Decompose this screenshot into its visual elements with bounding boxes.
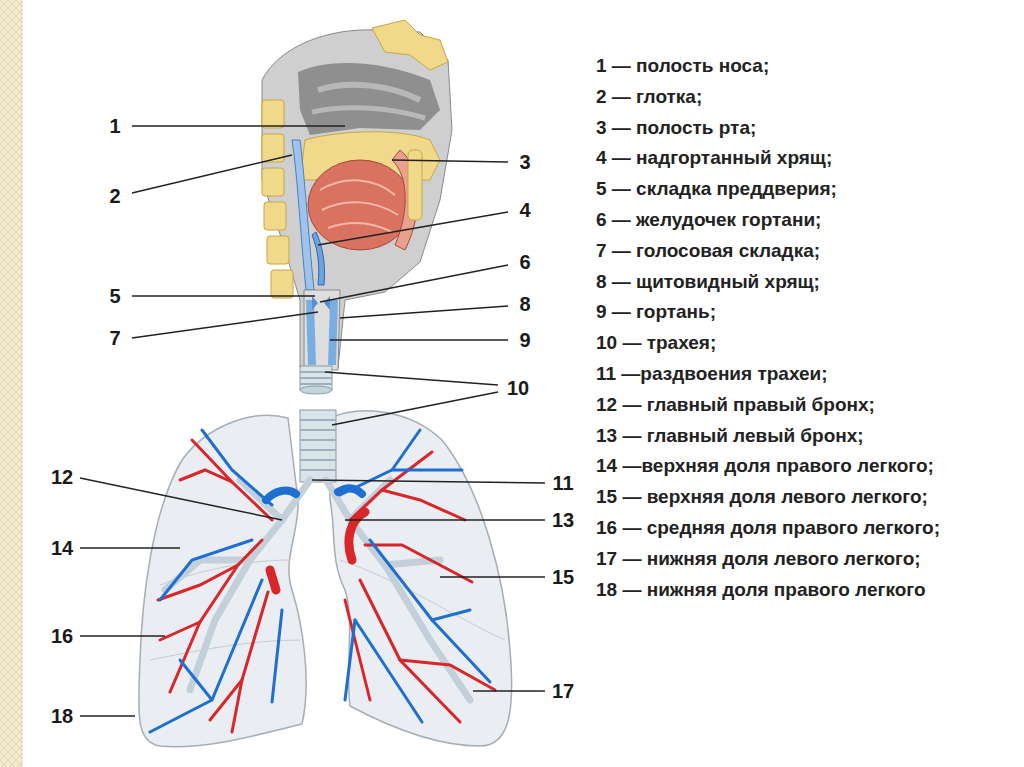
callout-number: 11 — [552, 473, 573, 493]
key-entry: 4 — надгортанный хрящ; — [596, 147, 832, 169]
callout-number: 15 — [552, 567, 574, 587]
key-entry: 8 — щитовидный хрящ; — [596, 271, 820, 293]
key-entry: 14 —верхняя доля правого легкого; — [596, 455, 934, 477]
callout-number: 16 — [51, 626, 73, 646]
key-entry: 13 — главный левый бронх; — [596, 425, 864, 447]
callout-number: 8 — [519, 294, 530, 314]
key-entry: 18 — нижняя доля правого легкого — [596, 579, 926, 601]
key-entry: 7 — голосовая складка; — [596, 240, 820, 262]
key-entry: 10 — трахея; — [596, 332, 716, 354]
callout-number: 5 — [109, 286, 120, 306]
key-entry: 3 — полость рта; — [596, 117, 756, 139]
key-entry: 9 — гортань; — [596, 301, 716, 323]
key-entry: 5 — складка преддверия; — [596, 178, 837, 200]
callout-number: 17 — [552, 681, 574, 701]
key-entry: 17 — нижняя доля левого легкого; — [596, 548, 921, 570]
callout-number: 7 — [109, 328, 120, 348]
callout-number: 2 — [109, 186, 120, 206]
leader-lines — [80, 126, 545, 716]
callout-number: 1 — [109, 116, 120, 136]
callout-number: 9 — [519, 330, 530, 350]
key-entry: 1 — полость носа; — [596, 55, 769, 77]
callout-number: 3 — [519, 152, 530, 172]
key-entry: 11 —раздвоения трахеи; — [596, 363, 828, 385]
key-entry: 2 — глотка; — [596, 86, 702, 108]
side-strip — [0, 0, 22, 767]
callout-number: 10 — [507, 378, 529, 398]
key-entry: 16 — средняя доля правого легкого; — [596, 517, 940, 539]
lungs — [139, 410, 512, 747]
key-entry: 6 — желудочек гортани; — [596, 209, 821, 231]
callout-number: 14 — [51, 538, 73, 558]
callout-number: 6 — [519, 252, 530, 272]
key-entry: 12 — главный правый бронх; — [596, 394, 875, 416]
trachea-upper — [300, 366, 332, 394]
key-entry: 15 — верхняя доля левого легкого; — [596, 486, 928, 508]
callout-number: 13 — [552, 510, 574, 530]
callout-number: 12 — [51, 467, 73, 487]
callout-number: 18 — [51, 706, 73, 726]
callout-number: 4 — [519, 200, 530, 220]
